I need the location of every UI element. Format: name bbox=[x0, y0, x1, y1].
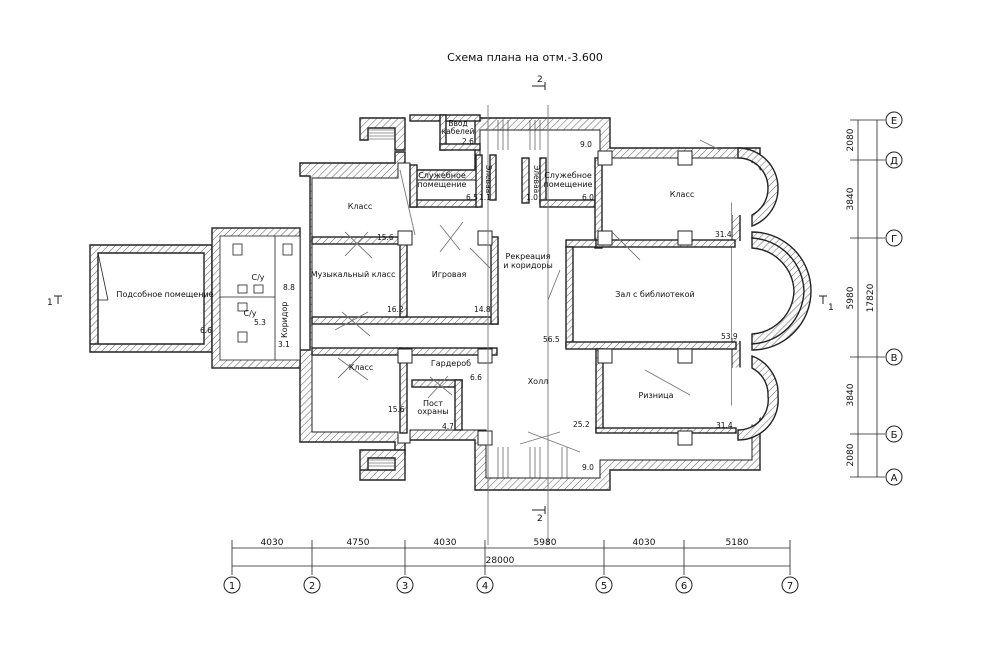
axis-right-A: А bbox=[891, 473, 898, 484]
room-klass-tl-area: 15.6 bbox=[377, 233, 394, 242]
room-klass-tr-label: Класс bbox=[670, 190, 695, 199]
axis-right-B: Б bbox=[891, 430, 898, 441]
room-podsobnoe-area: 6.6 bbox=[200, 326, 212, 335]
axis-bottom-6: 6 bbox=[681, 581, 687, 592]
plan-title: Схема плана на отм.-3.600 bbox=[447, 51, 603, 64]
dim-right-4: 2080 bbox=[846, 443, 856, 466]
room-rekreaciya-label1: Рекреация bbox=[506, 252, 551, 261]
dim-right-0: 2080 bbox=[846, 128, 856, 151]
room-klass-bl-label: Класс bbox=[349, 363, 374, 372]
stairs-exterior bbox=[359, 117, 406, 481]
room-riznica-area: 31.4 bbox=[716, 421, 733, 430]
axis-bottom-5: 5 bbox=[601, 581, 607, 592]
dim-right-2: 5980 bbox=[846, 286, 856, 309]
room-riznica-label: Ризница bbox=[638, 391, 673, 400]
room-sluzh-right-area: 6.0 bbox=[582, 193, 594, 202]
section-marks bbox=[54, 82, 827, 514]
room-su-top-area: 8.8 bbox=[283, 283, 295, 292]
room-koridor-area: 3.1 bbox=[278, 340, 290, 349]
right-dimensions bbox=[850, 119, 885, 478]
section-mark-bottom: 2 bbox=[537, 514, 543, 524]
room-igrovaya-label: Игровая bbox=[432, 270, 467, 279]
room-su-bottom-area: 5.3 bbox=[254, 318, 266, 327]
room-vvod-area: 2.6 bbox=[462, 137, 474, 146]
dim-bottom-total: 28000 bbox=[486, 556, 515, 566]
room-holl-area: 25.2 bbox=[573, 420, 590, 429]
room-muz-klass-area: 16.2 bbox=[387, 305, 404, 314]
dim-bottom-3: 5980 bbox=[534, 538, 557, 548]
room-garderob-label: Гардероб bbox=[431, 359, 471, 368]
room-klass-tl-label: Класс bbox=[348, 202, 373, 211]
axis-bottom-7: 7 bbox=[787, 581, 793, 592]
room-elevator-left-area: 1.1 bbox=[479, 193, 491, 202]
room-su-top-label: С/у bbox=[251, 273, 264, 282]
pencil-marks bbox=[334, 105, 721, 545]
room-sluzh-left-label1: Служебное bbox=[418, 171, 466, 180]
dim-bottom-2: 4030 bbox=[434, 538, 457, 548]
dim-right-1: 3840 bbox=[846, 187, 856, 210]
interior-stairs bbox=[497, 120, 568, 478]
room-klass-bl-area: 15.6 bbox=[388, 405, 405, 414]
dim-bottom-4: 4030 bbox=[633, 538, 656, 548]
room-rekreaciya-label2: и коридоры bbox=[503, 261, 553, 270]
room-post-area: 4.7 bbox=[442, 422, 454, 431]
columns bbox=[397, 150, 693, 446]
section-mark-top: 2 bbox=[537, 75, 543, 85]
axis-bottom-4: 4 bbox=[482, 581, 488, 592]
room-zal-area: 53.9 bbox=[721, 332, 738, 341]
room-koridor-label: Коридор bbox=[280, 302, 289, 338]
apses bbox=[732, 147, 812, 441]
room-klass-tr-area: 31.4 bbox=[715, 230, 732, 239]
room-sluzh-right-label2: помещение bbox=[544, 180, 593, 189]
room-zal-label: Зал с библиотекой bbox=[615, 290, 694, 299]
section-mark-left: 1 bbox=[47, 298, 53, 308]
room-elevator-left-label: Элеваа bbox=[484, 165, 493, 193]
room-muz-klass-label: Музыкальный класс bbox=[311, 270, 396, 279]
room-elevator-right-label: Элеваа bbox=[532, 165, 541, 193]
dim-right-3: 3840 bbox=[846, 383, 856, 406]
room-sluzh-left-area: 6.5 bbox=[466, 193, 478, 202]
dim-bottom-1: 4750 bbox=[347, 538, 370, 548]
room-labels: Подсобное помещение 6.6 Класс 15.6 Музык… bbox=[116, 119, 738, 472]
axis-markers-bottom bbox=[223, 576, 799, 594]
room-podsobnoe-label: Подсобное помещение bbox=[116, 290, 213, 299]
annex-west bbox=[89, 227, 301, 369]
section-mark-right: 1 bbox=[828, 303, 834, 313]
axis-right-V: В bbox=[891, 353, 898, 364]
axis-right-E: Е bbox=[891, 116, 897, 127]
room-elevator-right-area: 1.0 bbox=[526, 193, 538, 202]
axis-bottom-2: 2 bbox=[309, 581, 315, 592]
room-garderob-area: 6.6 bbox=[470, 373, 482, 382]
axis-bottom-1: 1 bbox=[229, 581, 235, 592]
axis-right-D: Д bbox=[890, 156, 898, 167]
stair-bottom-area: 9.0 bbox=[582, 463, 594, 472]
dim-right-total: 17820 bbox=[866, 283, 876, 312]
room-rekreaciya-area: 56.5 bbox=[543, 335, 560, 344]
room-post-label1: Пост bbox=[423, 399, 443, 408]
room-igrovaya-area: 14.8 bbox=[474, 305, 491, 314]
dim-bottom-5: 5180 bbox=[726, 538, 749, 548]
axis-bottom-3: 3 bbox=[402, 581, 408, 592]
room-vvod-label2: кабелей bbox=[442, 127, 475, 136]
room-su-bottom-label: С/у bbox=[243, 309, 256, 318]
room-post-label2: охраны bbox=[417, 407, 448, 416]
room-vvod-label1: Ввод bbox=[448, 119, 467, 128]
dim-bottom-0: 4030 bbox=[261, 538, 284, 548]
axis-right-G: Г bbox=[891, 234, 897, 245]
room-sluzh-right-label1: Служебное bbox=[544, 171, 592, 180]
outer-walls bbox=[299, 117, 761, 491]
bottom-dimensions bbox=[231, 540, 791, 575]
stair-top-area: 9.0 bbox=[580, 140, 592, 149]
room-sluzh-left-label2: помещение bbox=[418, 180, 467, 189]
axis-markers-right bbox=[885, 111, 903, 486]
room-holl-label: Холл bbox=[528, 377, 549, 386]
